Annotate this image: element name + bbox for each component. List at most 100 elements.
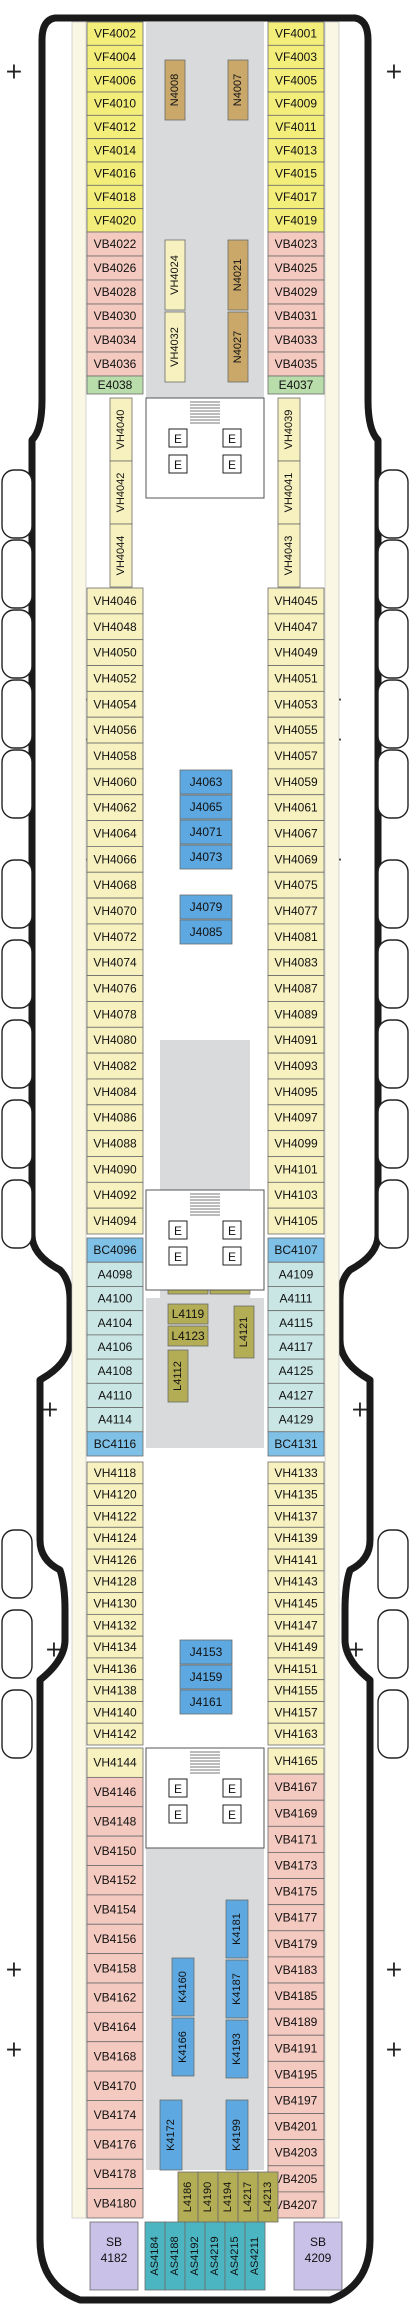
cabin-vh4044[interactable]: VH4044 <box>109 523 133 588</box>
cabin-vh4060[interactable]: VH4060 <box>86 768 144 796</box>
cabin-vb4026[interactable]: VB4026 <box>86 255 144 281</box>
cabin-vh4130[interactable]: VH4130 <box>86 1592 144 1615</box>
cabin-vh4061[interactable]: VH4061 <box>267 794 325 821</box>
cabin-a4129[interactable]: A4129 <box>267 1407 325 1433</box>
cabin-vb4195[interactable]: VB4195 <box>267 2060 325 2088</box>
cabin-vb4158[interactable]: VB4158 <box>86 1953 144 1984</box>
cabin-vb4029[interactable]: VB4029 <box>267 279 325 305</box>
cabin-vh4041[interactable]: VH4041 <box>277 460 301 525</box>
cabin-vb4025[interactable]: VB4025 <box>267 255 325 281</box>
cabin-vh4046[interactable]: VH4046 <box>86 587 144 615</box>
cabin-a4109[interactable]: A4109 <box>267 1261 325 1287</box>
cabin-vf4012[interactable]: VF4012 <box>86 114 144 140</box>
cabin-vh4142[interactable]: VH4142 <box>86 1722 144 1746</box>
cabin-vb4175[interactable]: VB4175 <box>267 1878 325 1906</box>
cabin-n4008[interactable]: N4008 <box>164 59 186 121</box>
cabin-vh4151[interactable]: VH4151 <box>267 1657 325 1681</box>
cabin-a4111[interactable]: A4111 <box>267 1286 325 1312</box>
cabin-j4159[interactable]: J4159 <box>179 1664 233 1690</box>
cabin-k4160[interactable]: K4160 <box>171 1957 195 2017</box>
cabin-vb4030[interactable]: VB4030 <box>86 303 144 329</box>
cabin-vb4167[interactable]: VB4167 <box>267 1773 325 1801</box>
cabin-k4166[interactable]: K4166 <box>171 2017 195 2077</box>
cabin-vf4018[interactable]: VF4018 <box>86 184 144 210</box>
cabin-vh4078[interactable]: VH4078 <box>86 1001 144 1028</box>
cabin-vb4035[interactable]: VB4035 <box>267 351 325 377</box>
cabin-vf4003[interactable]: VF4003 <box>267 44 325 70</box>
cabin-vf4002[interactable]: VF4002 <box>86 21 144 46</box>
cabin-vh4101[interactable]: VH4101 <box>267 1156 325 1183</box>
cabin-vh4056[interactable]: VH4056 <box>86 716 144 744</box>
cabin-vh4137[interactable]: VH4137 <box>267 1505 325 1528</box>
cabin-vf4014[interactable]: VF4014 <box>86 138 144 163</box>
cabin-vh4140[interactable]: VH4140 <box>86 1701 144 1724</box>
cabin-vb4180[interactable]: VB4180 <box>86 2188 144 2219</box>
cabin-vh4042[interactable]: VH4042 <box>109 460 133 525</box>
cabin-vb4156[interactable]: VB4156 <box>86 1923 144 1955</box>
cabin-vb4171[interactable]: VB4171 <box>267 1825 325 1853</box>
cabin-l4217[interactable]: L4217 <box>237 2171 259 2223</box>
cabin-vf4015[interactable]: VF4015 <box>267 161 325 186</box>
cabin-k4172[interactable]: K4172 <box>159 2099 183 2171</box>
cabin-as4192[interactable]: AS4192 <box>184 2221 206 2291</box>
cabin-vb4203[interactable]: VB4203 <box>267 2139 325 2167</box>
cabin-vh4024[interactable]: VH4024 <box>164 239 186 311</box>
cabin-n4027[interactable]: N4027 <box>227 311 249 383</box>
cabin-k4187[interactable]: K4187 <box>225 1959 249 2019</box>
cabin-j4153[interactable]: J4153 <box>179 1639 233 1665</box>
cabin-vh4163[interactable]: VH4163 <box>267 1722 325 1746</box>
cabin-vh4089[interactable]: VH4089 <box>267 1001 325 1028</box>
cabin-vf4016[interactable]: VF4016 <box>86 161 144 186</box>
cabin-vh4059[interactable]: VH4059 <box>267 768 325 796</box>
cabin-e4038[interactable]: E4038 <box>86 375 144 395</box>
cabin-l4112[interactable]: L4112 <box>167 1349 189 1403</box>
cabin-a4098[interactable]: A4098 <box>86 1261 144 1287</box>
cabin-vh4143[interactable]: VH4143 <box>267 1570 325 1594</box>
cabin-vh4064[interactable]: VH4064 <box>86 820 144 847</box>
cabin-vh4074[interactable]: VH4074 <box>86 949 144 977</box>
cabin-l4194[interactable]: L4194 <box>217 2171 239 2223</box>
cabin-vh4118[interactable]: VH4118 <box>86 1461 144 1485</box>
cabin-l4186[interactable]: L4186 <box>177 2171 199 2223</box>
cabin-vh4045[interactable]: VH4045 <box>267 587 325 615</box>
cabin-vh4157[interactable]: VH4157 <box>267 1701 325 1724</box>
cabin-vh4165[interactable]: VH4165 <box>267 1747 325 1775</box>
cabin-a4127[interactable]: A4127 <box>267 1382 325 1408</box>
cabin-vh4145[interactable]: VH4145 <box>267 1592 325 1615</box>
cabin-vh4053[interactable]: VH4053 <box>267 690 325 718</box>
cabin-vh4087[interactable]: VH4087 <box>267 975 325 1002</box>
cabin-a4108[interactable]: A4108 <box>86 1358 144 1384</box>
cabin-vh4057[interactable]: VH4057 <box>267 742 325 770</box>
cabin-vh4067[interactable]: VH4067 <box>267 820 325 847</box>
cabin-as4219[interactable]: AS4219 <box>204 2221 226 2291</box>
cabin-vh4070[interactable]: VH4070 <box>86 897 144 925</box>
cabin-vh4091[interactable]: VH4091 <box>267 1026 325 1054</box>
cabin-vb4177[interactable]: VB4177 <box>267 1904 325 1932</box>
cabin-vh4132[interactable]: VH4132 <box>86 1613 144 1637</box>
cabin-vh4069[interactable]: VH4069 <box>267 846 325 873</box>
cabin-vf4006[interactable]: VF4006 <box>86 68 144 93</box>
cabin-bc4116[interactable]: BC4116 <box>86 1431 144 1457</box>
cabin-vh4105[interactable]: VH4105 <box>267 1207 325 1235</box>
cabin-vb4146[interactable]: VB4146 <box>86 1776 144 1808</box>
cabin-j4065[interactable]: J4065 <box>179 794 233 820</box>
cabin-j4161[interactable]: J4161 <box>179 1689 233 1715</box>
cabin-vh4052[interactable]: VH4052 <box>86 665 144 692</box>
cabin-vb4189[interactable]: VB4189 <box>267 2008 325 2036</box>
cabin-vh4068[interactable]: VH4068 <box>86 871 144 899</box>
cabin-vh4075[interactable]: VH4075 <box>267 871 325 899</box>
cabin-as4188[interactable]: AS4188 <box>164 2221 186 2291</box>
cabin-vh4103[interactable]: VH4103 <box>267 1181 325 1209</box>
cabin-vh4147[interactable]: VH4147 <box>267 1613 325 1637</box>
cabin-n4021[interactable]: N4021 <box>227 239 249 311</box>
cabin-vh4048[interactable]: VH4048 <box>86 613 144 641</box>
cabin-as4211[interactable]: AS4211 <box>244 2221 266 2291</box>
cabin-vh4124[interactable]: VH4124 <box>86 1526 144 1550</box>
cabin-vb4162[interactable]: VB4162 <box>86 1982 144 2013</box>
cabin-vh4080[interactable]: VH4080 <box>86 1026 144 1054</box>
cabin-k4199[interactable]: K4199 <box>225 2099 249 2171</box>
cabin-vh4077[interactable]: VH4077 <box>267 897 325 925</box>
cabin-vb4197[interactable]: VB4197 <box>267 2087 325 2114</box>
cabin-vb4173[interactable]: VB4173 <box>267 1852 325 1879</box>
